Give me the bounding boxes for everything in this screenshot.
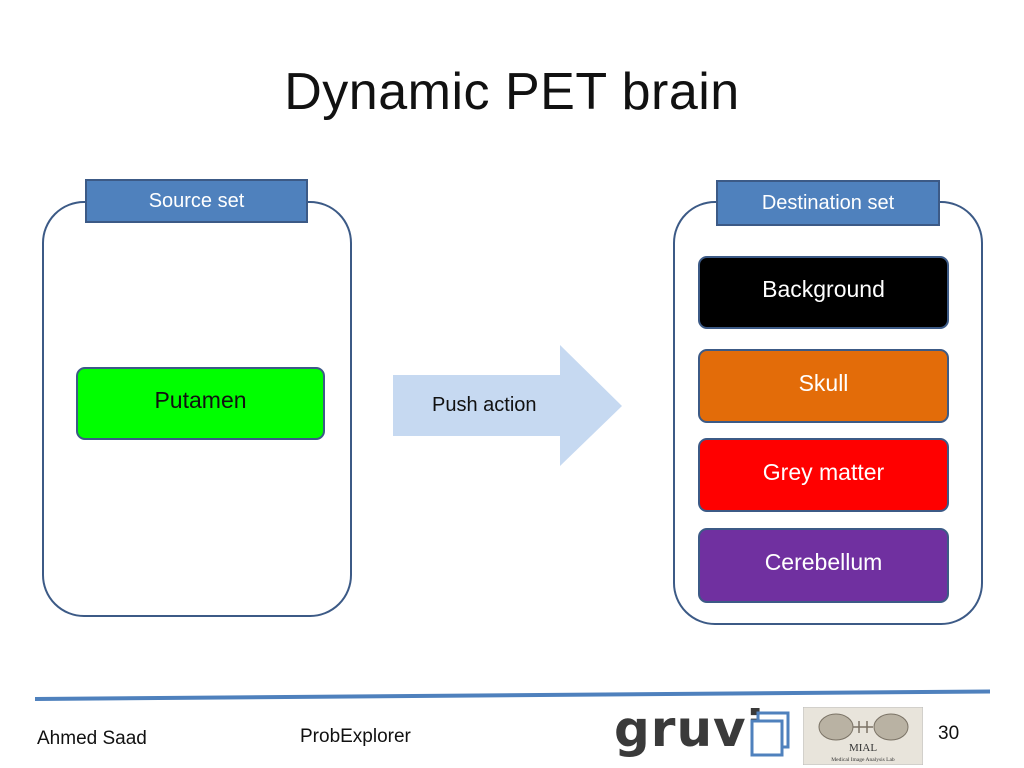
region-cerebellum: Cerebellum [698, 528, 949, 603]
push-action-label: Push action [432, 394, 537, 416]
slide-number: 30 [938, 723, 960, 744]
region-background: Background [698, 256, 949, 329]
slide-title: Dynamic PET brain [284, 63, 740, 121]
destination-set-label: Destination set [716, 180, 940, 226]
footer-project: ProbExplorer [300, 726, 411, 747]
region-putamen: Putamen [76, 367, 325, 440]
gruvi-logo: gruvi [614, 700, 765, 758]
footer-divider [35, 689, 990, 701]
mial-logo-text: MIAL [849, 742, 877, 754]
mial-logo-subtext: Medical Image Analysis Lab [831, 757, 895, 763]
mial-logo: MIAL Medical Image Analysis Lab [803, 707, 923, 765]
push-action-arrow-shape [393, 345, 622, 466]
footer-author: Ahmed Saad [37, 728, 147, 749]
gruvi-square-icon [750, 711, 790, 757]
region-skull: Skull [698, 349, 949, 423]
push-action-arrow [393, 345, 622, 466]
region-grey-matter: Grey matter [698, 438, 949, 512]
source-set-label: Source set [85, 179, 308, 223]
